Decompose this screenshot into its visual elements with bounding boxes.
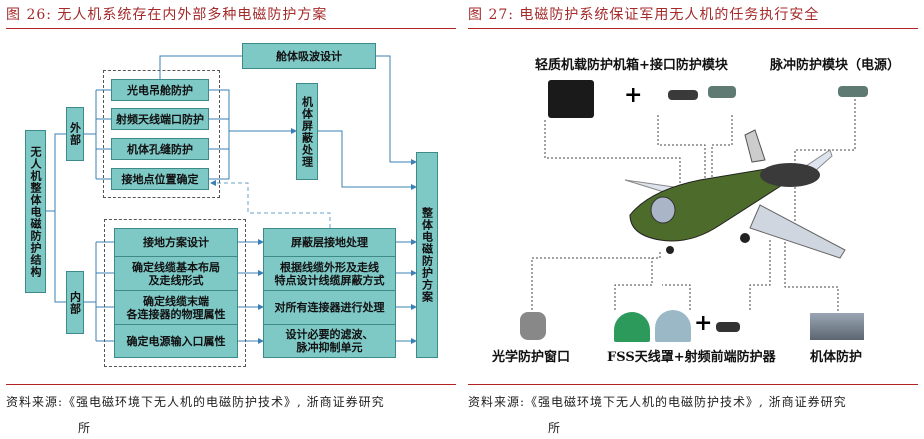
internal-group <box>104 219 246 367</box>
label-pulse-module: 脉冲防护模块（电源） <box>770 58 901 73</box>
title-rule <box>468 28 918 29</box>
title-rule <box>6 28 456 29</box>
internal-action: 根据线缆外形及走线 特点设计线缆屏蔽方式 <box>263 256 396 291</box>
optical-window-image <box>520 312 546 340</box>
external-item: 光电吊舱防护 <box>111 79 209 101</box>
protection-box-image <box>548 80 594 118</box>
internal-item: 接地方案设计 <box>114 228 238 257</box>
label-fss-radome: FSS天线罩+射频前端防护器 <box>607 350 776 365</box>
internal-item: 确定电源输入口属性 <box>114 324 238 358</box>
source-rule <box>6 384 456 385</box>
root-box: 无人机整体电磁防护结构 <box>25 130 46 293</box>
pulse-module-image <box>838 86 868 97</box>
external-item: 射频天线端口防护 <box>111 108 209 130</box>
cabin-absorb-box: 舱体吸波设计 <box>242 43 376 69</box>
power-module-image <box>708 86 736 98</box>
airframe-image <box>810 313 864 340</box>
fss-radome-green-image <box>614 312 650 342</box>
source-text: 资料来源:《强电磁环境下无人机的电磁防护技术》, 浙商证券研究 <box>468 395 847 409</box>
external-group <box>103 70 220 198</box>
source-text: 资料来源:《强电磁环境下无人机的电磁防护技术》, 浙商证券研究 <box>6 395 385 409</box>
external-item: 机体孔缝防护 <box>111 138 209 160</box>
external-box: 外部 <box>66 107 84 161</box>
source-text-cont: 所 <box>78 421 92 435</box>
label-airframe: 机体防护 <box>810 350 863 365</box>
source-text-cont: 所 <box>548 421 562 435</box>
figure-26-title: 图 26: 无人机系统存在内外部多种电磁防护方案 <box>6 7 328 23</box>
label-protection-box: 轻质机载防护机箱+接口防护模块 <box>535 58 728 73</box>
internal-box: 内部 <box>66 271 84 334</box>
overall-box: 整体电磁防护方案 <box>416 152 438 358</box>
shield-box: 机体屏蔽处理 <box>296 83 318 180</box>
plus-sign: + <box>694 310 713 336</box>
rf-protector-image <box>716 322 740 332</box>
internal-action: 屏蔽层接地处理 <box>263 228 396 257</box>
internal-action: 对所有连接器进行处理 <box>263 290 396 325</box>
fss-radome-image <box>655 310 691 342</box>
interface-module-image <box>668 90 698 100</box>
plus-sign: + <box>624 82 643 108</box>
internal-item: 确定线缆基本布局 及走线形式 <box>114 256 238 291</box>
source-rule <box>468 384 918 385</box>
figure-27-title: 图 27: 电磁防护系统保证军用无人机的任务执行安全 <box>468 7 820 23</box>
external-item: 接地点位置确定 <box>111 168 209 190</box>
internal-action: 设计必要的滤波、 脉冲抑制单元 <box>263 324 396 358</box>
label-optical-window: 光学防护窗口 <box>492 350 571 365</box>
